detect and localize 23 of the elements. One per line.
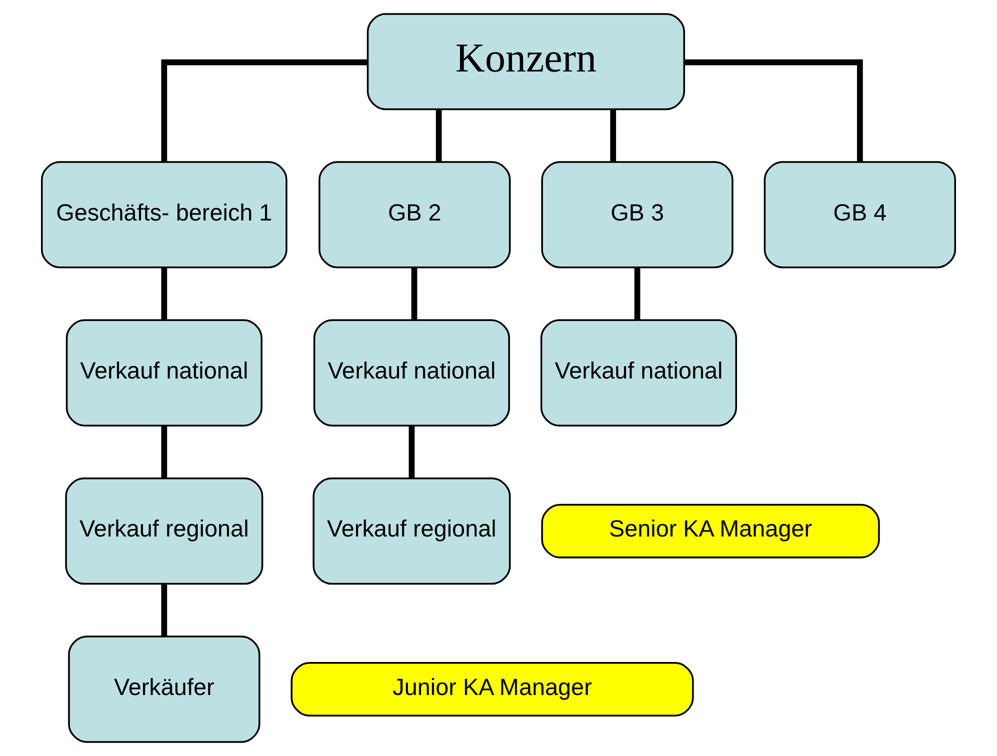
connector <box>684 59 863 162</box>
connector <box>161 584 168 636</box>
node-box: Verkauf national <box>313 319 510 426</box>
node-box: GB 4 <box>764 161 956 268</box>
connector <box>161 59 368 162</box>
node-box: GB 2 <box>318 161 511 268</box>
node-box: GB 3 <box>541 161 734 268</box>
node-box: Verkäufer <box>68 636 260 743</box>
connector <box>634 268 640 320</box>
node-box: Geschäfts- bereich 1 <box>40 161 288 268</box>
connector <box>161 426 168 478</box>
node-box: Junior KA Manager <box>290 662 694 716</box>
node-box: Verkauf regional <box>65 477 264 585</box>
connector <box>411 268 418 320</box>
node-box: Senior KA Manager <box>541 504 880 558</box>
connector <box>436 110 442 162</box>
node-box: Verkauf national <box>540 319 738 426</box>
connector <box>161 268 168 320</box>
node-box: Konzern <box>366 13 686 110</box>
node-box: Verkauf national <box>66 319 262 426</box>
node-box: Verkauf regional <box>312 477 511 585</box>
connector <box>610 110 616 162</box>
connector <box>408 426 415 478</box>
